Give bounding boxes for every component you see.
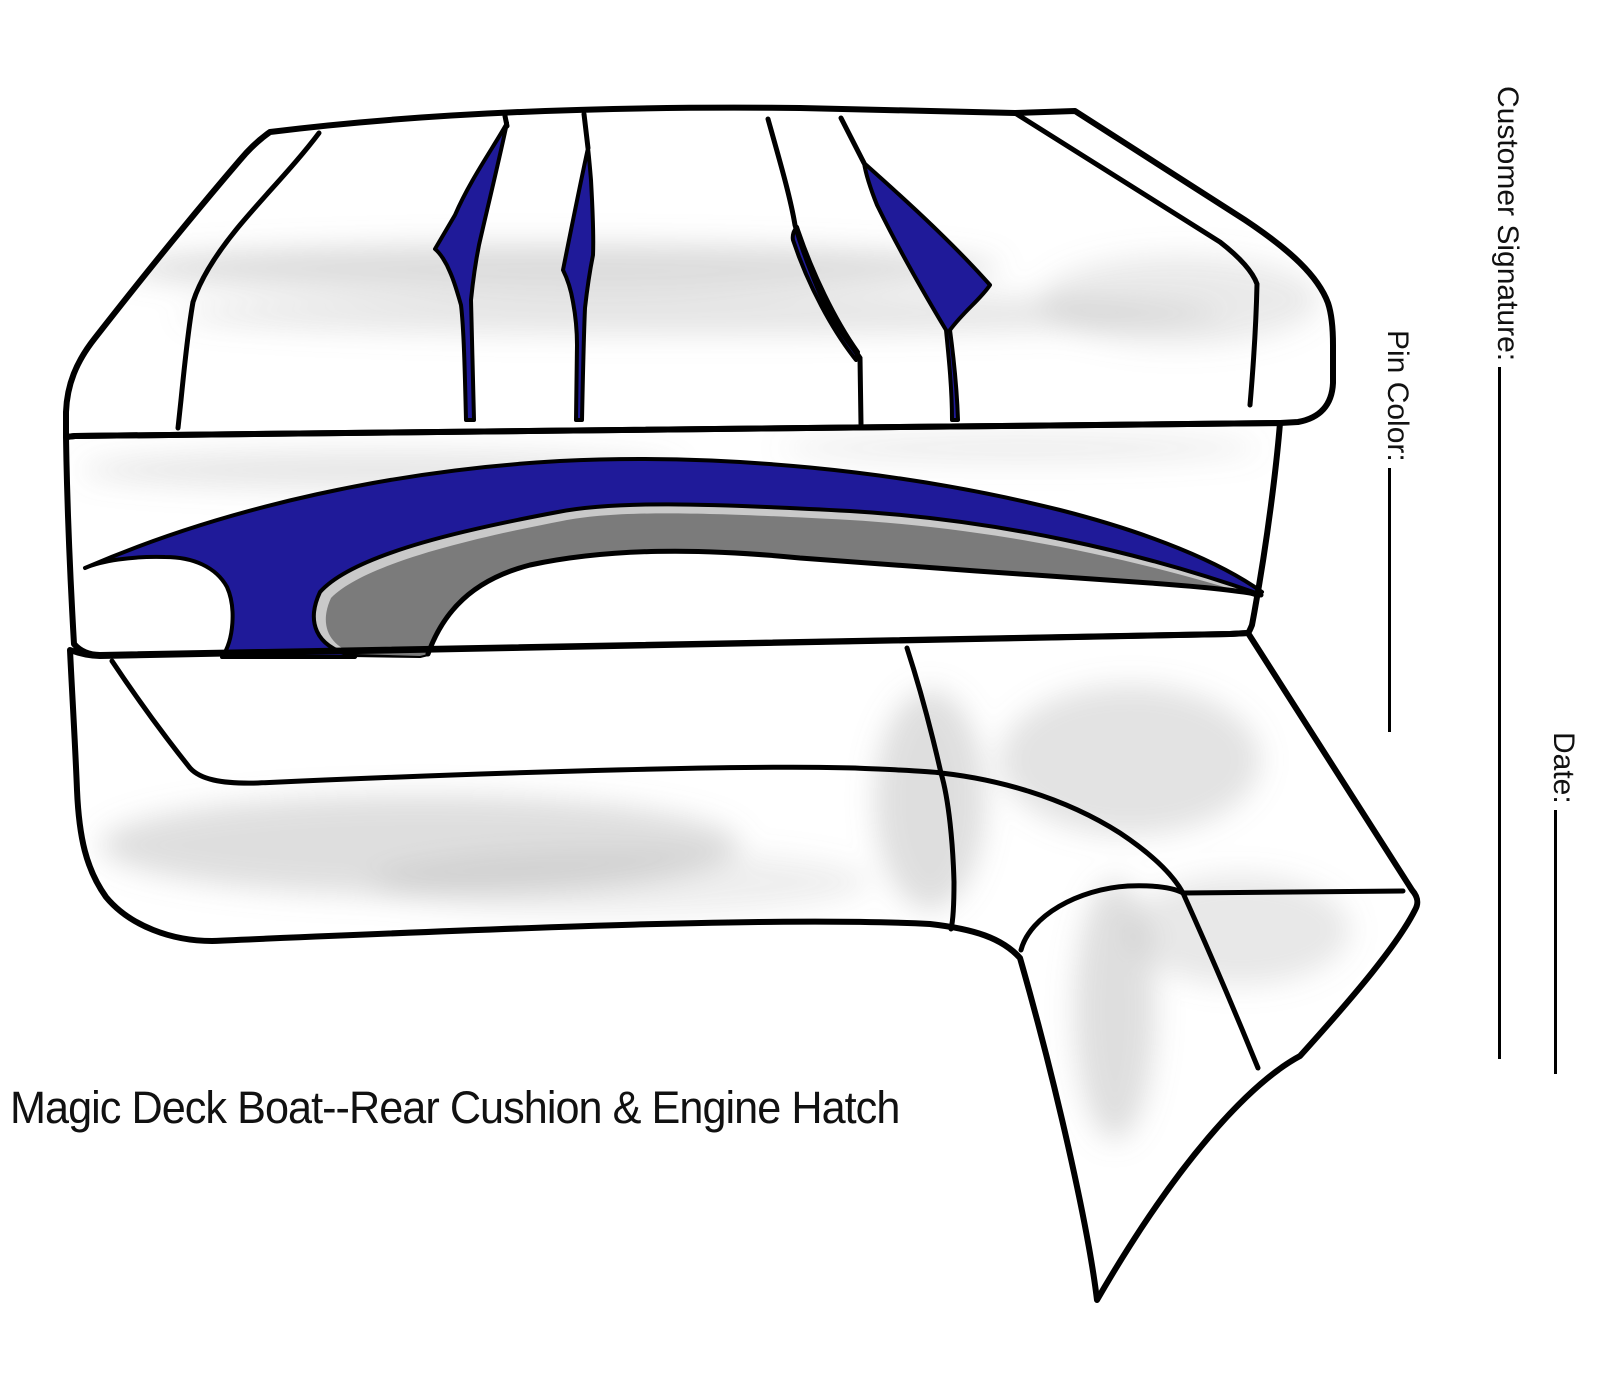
drape-horizontal-seam [1180, 888, 1406, 896]
hatch-corner-seam [938, 770, 1186, 896]
accent-sliver-2 [561, 146, 596, 422]
seat-base-seams [109, 645, 1406, 1071]
pleat-seam-center [765, 116, 864, 427]
pin-color-field: Pin Color: [1381, 330, 1414, 732]
pleat-seam-connectors [502, 111, 867, 166]
date-label: Date: [1547, 732, 1580, 804]
pin-color-label: Pin Color: [1381, 330, 1414, 462]
date-field: Date: [1547, 732, 1580, 1074]
swoosh-inner-edge [425, 548, 1264, 657]
hatch-vertical-seam [904, 645, 957, 932]
accent-sliver-1 [433, 121, 509, 422]
customer-signature-field: Customer Signature: [1491, 86, 1524, 1060]
swoosh-gray [325, 513, 1257, 656]
drape-fold-seam [1180, 890, 1261, 1071]
pin-color-line [1388, 467, 1411, 732]
pleat-seam-right [1012, 110, 1260, 408]
customer-signature-line [1498, 367, 1521, 1060]
drape-top-seam [1018, 883, 1186, 953]
customer-signature-label: Customer Signature: [1491, 86, 1524, 362]
pleat-seam-left [175, 130, 322, 431]
seat-back-seams [175, 110, 1260, 431]
date-line [1554, 809, 1577, 1074]
page-title: Magic Deck Boat--Rear Cushion & Engine H… [10, 1082, 900, 1133]
accent-sliver-4 [862, 161, 992, 422]
seat-corner-seam [109, 658, 944, 786]
